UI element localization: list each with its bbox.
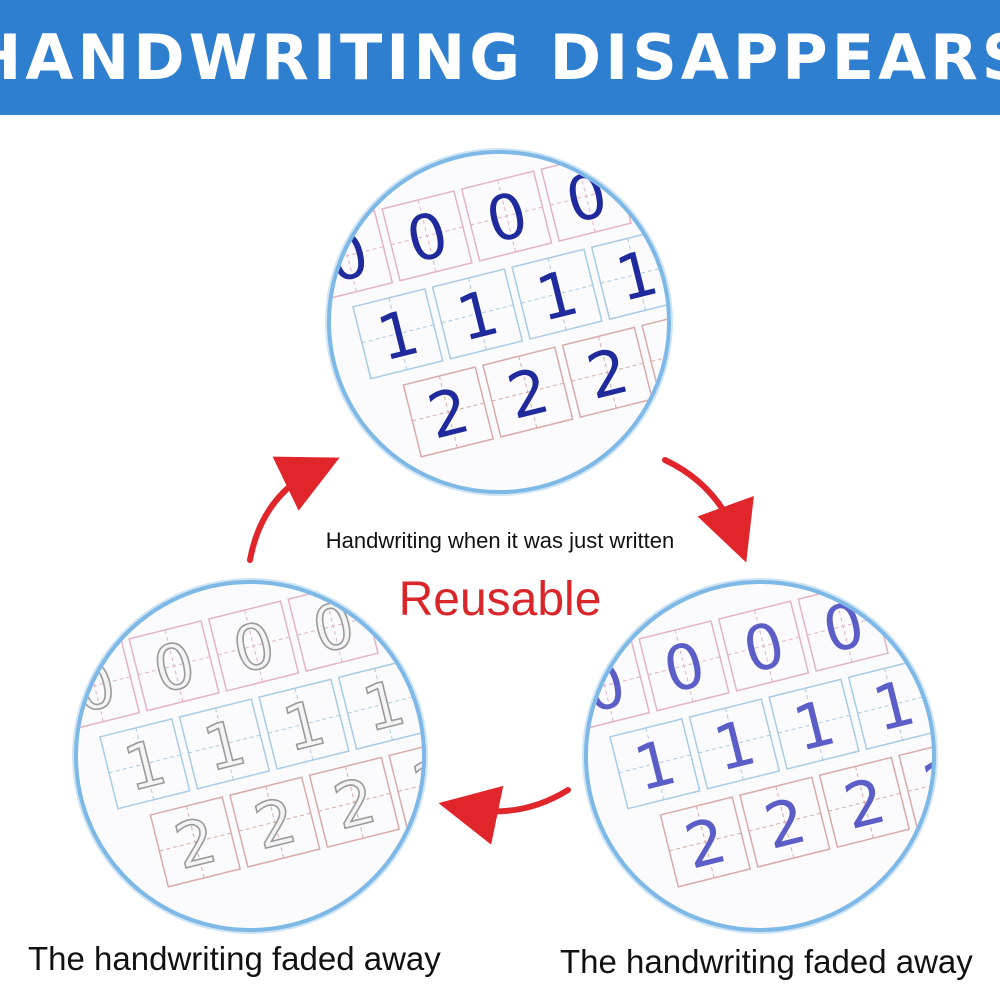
grid-cell: 2 xyxy=(308,756,401,849)
grid-cell: 0 xyxy=(638,620,730,712)
traced-digit: 2 xyxy=(500,353,556,433)
grid-cell: 2 xyxy=(561,326,654,419)
traced-digit: 1 xyxy=(707,705,763,785)
grid-cell: 1 xyxy=(768,678,860,770)
grid-cell: 2 xyxy=(818,756,911,849)
grid-cell: 1 xyxy=(337,658,422,751)
grid-cell: 0 xyxy=(78,639,141,732)
traced-digit: 2 xyxy=(837,764,893,844)
traced-digit: 0 xyxy=(656,627,712,707)
traced-digit: 2 xyxy=(168,803,224,883)
title-banner: HANDWRITING DISAPPEARS xyxy=(0,0,1000,115)
traced-digit: 2 xyxy=(406,744,422,824)
grid-cell: 0 xyxy=(540,154,632,242)
traced-digit: 1 xyxy=(529,255,585,335)
grid-cell: 0 xyxy=(331,209,394,302)
grid-cell: 1 xyxy=(431,268,524,360)
grid-cell: 1 xyxy=(99,718,191,810)
traced-digit: 0 xyxy=(146,627,202,707)
grid-cell: 1 xyxy=(847,658,932,751)
grid-cell: 1 xyxy=(352,288,444,380)
caption-fresh: Handwriting when it was just written xyxy=(325,528,675,553)
traced-digit: 2 xyxy=(421,373,477,453)
traced-digit: 1 xyxy=(627,725,683,805)
grid-cell: 2 xyxy=(229,776,321,868)
grid-cell: 2 xyxy=(898,736,932,829)
traced-digit: 0 xyxy=(331,217,376,297)
traced-digit: 1 xyxy=(786,685,842,765)
grid-cell: 2 xyxy=(388,736,422,829)
traced-digit: 0 xyxy=(588,647,633,727)
grid-cell: 0 xyxy=(128,620,220,712)
grid-cell: 0 xyxy=(460,170,553,262)
traced-digit: 1 xyxy=(276,685,332,765)
grid-cell: 2 xyxy=(739,776,831,868)
grid-cell: 1 xyxy=(688,698,781,790)
grid-cell: 2 xyxy=(641,306,667,399)
traced-digit: 1 xyxy=(370,295,426,375)
traced-digit: 0 xyxy=(479,177,535,257)
grid-cell: 2 xyxy=(402,366,495,458)
traced-digit: 1 xyxy=(356,666,412,746)
grid-cell: 2 xyxy=(659,796,752,888)
traced-digit: 2 xyxy=(916,744,932,824)
grid-cell: 2 xyxy=(149,796,242,888)
grid-cell: 0 xyxy=(588,639,651,732)
traced-digit: 0 xyxy=(559,157,615,237)
traced-digit: 2 xyxy=(678,803,734,883)
grid-cell: 2 xyxy=(482,346,574,438)
traced-digit: 0 xyxy=(78,647,123,727)
arrow-right-to-left xyxy=(438,785,571,845)
traced-digit: 1 xyxy=(450,275,506,355)
traced-digit: 1 xyxy=(609,236,665,316)
traced-digit: 2 xyxy=(580,334,636,414)
caption-faded-right: The handwriting faded away xyxy=(560,943,973,980)
grid-cell: 1 xyxy=(178,698,271,790)
caption-faded-left: The handwriting faded away xyxy=(28,940,441,977)
traced-digit: 0 xyxy=(399,197,455,277)
grid-cell: 1 xyxy=(590,228,667,321)
grid-cell: 1 xyxy=(258,678,350,770)
banner-title: HANDWRITING DISAPPEARS xyxy=(0,21,1000,94)
reusable-label: Reusable xyxy=(398,573,602,626)
grid-cell: 0 xyxy=(381,190,473,282)
traced-digit: 1 xyxy=(197,705,253,785)
traced-digit: 2 xyxy=(659,314,667,394)
traced-digit: 1 xyxy=(117,725,173,805)
grid-cell: 1 xyxy=(511,248,603,340)
grid-cell: 1 xyxy=(609,718,701,810)
traced-digit: 2 xyxy=(247,783,303,863)
traced-digit: 1 xyxy=(866,666,922,746)
traced-digit: 2 xyxy=(327,764,383,844)
traced-digit: 2 xyxy=(757,783,813,863)
